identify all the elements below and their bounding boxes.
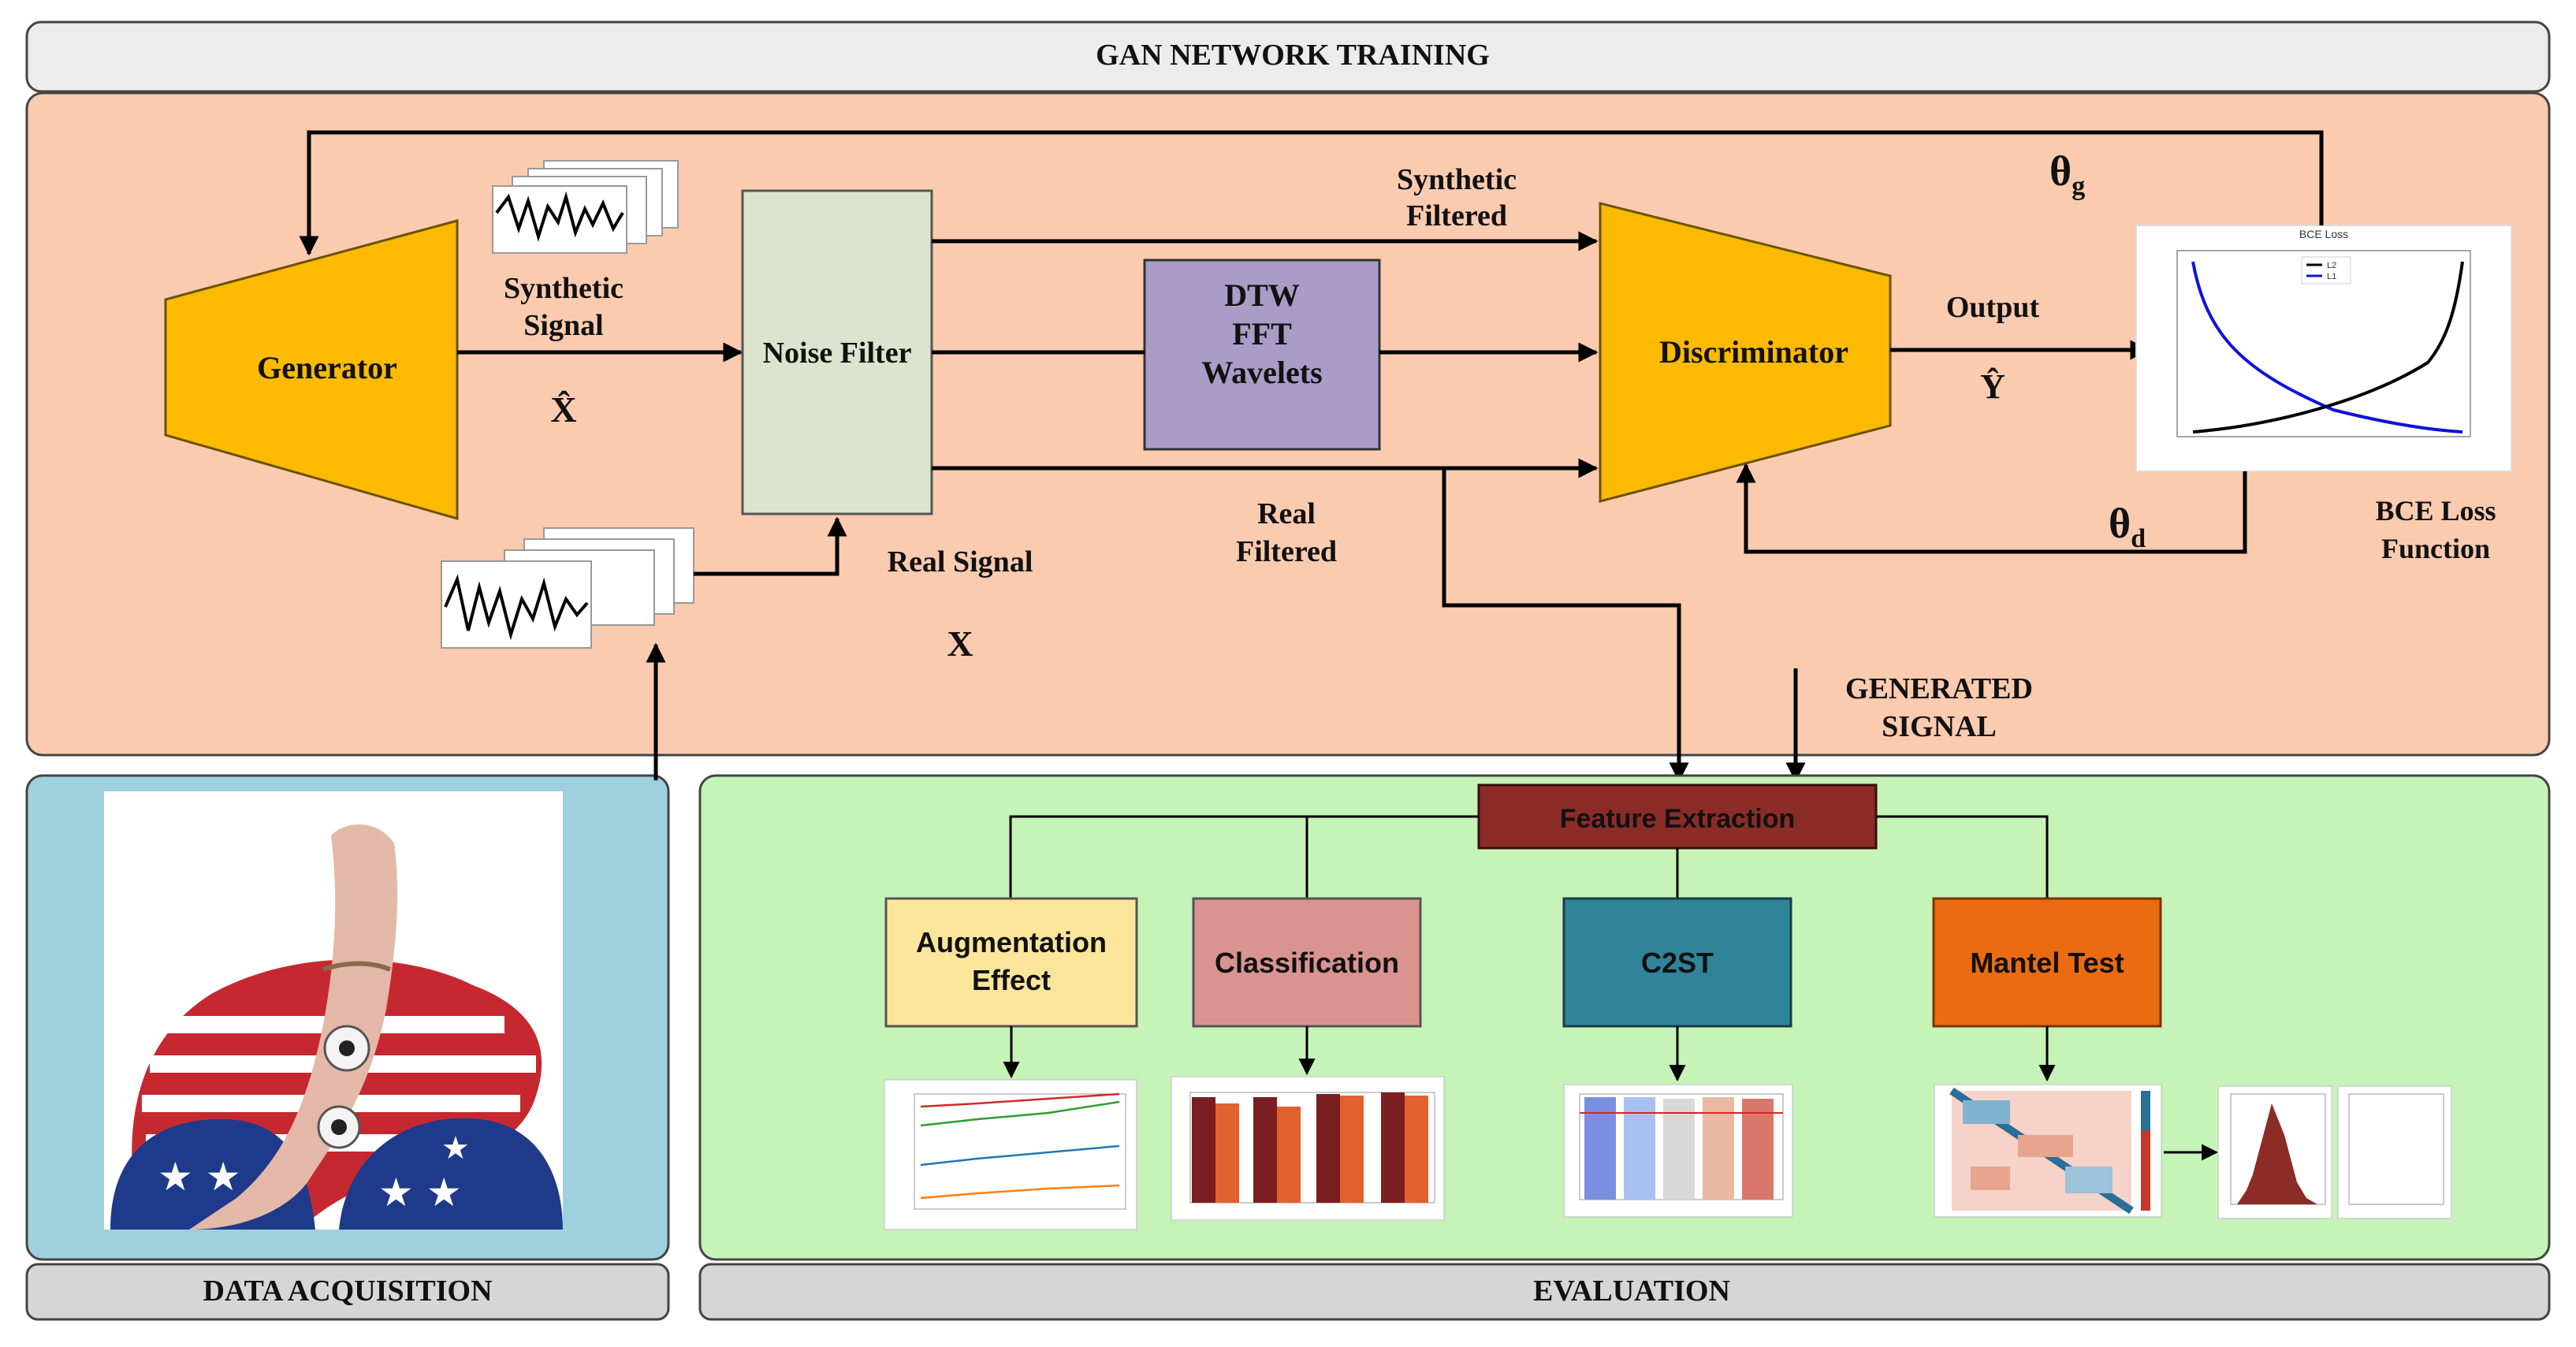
feature-extraction-branches (1009, 815, 2049, 899)
augmentation-effect-block[interactable]: Augmentation Effect (884, 897, 1138, 1028)
svg-text:★: ★ (441, 1130, 470, 1167)
theta-d-symbol: θ (2109, 500, 2131, 547)
real-signal-thumbnail (441, 527, 694, 649)
data-acquisition-title: DATA ACQUISITION (203, 1274, 492, 1308)
output-label: Output (1946, 291, 2040, 324)
generator-label: Generator (257, 350, 397, 385)
synthetic-signal-label-2: Signal (523, 309, 603, 342)
x-label: X (947, 623, 973, 664)
transform-dtw: DTW (1224, 277, 1300, 313)
synthetic-signal-thumbnail (492, 160, 679, 254)
generated-signal-label-2: SIGNAL (1882, 710, 1997, 743)
discriminator-block[interactable]: Discriminator (1599, 202, 1892, 503)
feature-extraction-block[interactable]: Feature Extraction (1477, 783, 1878, 850)
augmentation-line-chart-thumbnail (884, 1079, 1137, 1230)
bce-legend-l1: L1 (2327, 272, 2336, 281)
classification-label: Classification (1215, 947, 1399, 979)
real-signal-label: Real Signal (888, 545, 1033, 579)
svg-text:θd: θd (2109, 500, 2146, 553)
transform-wavelets: Wavelets (1201, 355, 1322, 390)
bce-loss-function-label-2: Function (2381, 533, 2490, 564)
theta-g-feedback-arrow (299, 130, 2324, 256)
bce-plot-title: BCE Loss (2299, 228, 2348, 240)
classification-bar-chart-thumbnail (1171, 1076, 1445, 1221)
augmentation-label-1: Augmentation (916, 926, 1107, 958)
real-signal-to-filter-arrow (694, 516, 847, 576)
synthetic-signal-label-1: Synthetic (504, 272, 624, 305)
classification-block[interactable]: Classification (1192, 897, 1422, 1028)
gan-training-title: GAN NETWORK TRAINING (1096, 39, 1490, 72)
theta-d-subscript: d (2131, 524, 2146, 553)
evaluation-title: EVALUATION (1533, 1274, 1730, 1308)
svg-text:★ ★: ★ ★ (158, 1154, 241, 1200)
y-hat-label: Ŷ (1980, 367, 2005, 406)
x-hat-label: X̂ (550, 389, 576, 430)
c2st-bar-chart-thumbnail (1563, 1084, 1793, 1218)
theta-g-symbol: θ (2049, 147, 2072, 195)
real-filtered-label-2: Filtered (1236, 535, 1337, 568)
data-acquisition-header: DATA ACQUISITION (25, 1263, 670, 1321)
c2st-label: C2ST (1641, 947, 1714, 979)
theta-d-feedback-arrow (1736, 463, 2247, 554)
mantel-test-label: Mantel Test (1970, 947, 2124, 979)
synthetic-filtered-label-2: Filtered (1406, 199, 1507, 233)
sensor-arm-photo: ★ ★ ★ ★ ★ (104, 791, 563, 1230)
noise-filter-label: Noise Filter (763, 337, 912, 370)
discriminator-label: Discriminator (1659, 334, 1848, 370)
gan-training-header: GAN NETWORK TRAINING (25, 20, 2551, 93)
generated-signal-label-1: GENERATED (1845, 672, 2033, 705)
mantel-heatmap-thumbnail (1934, 1084, 2162, 1218)
svg-text:θg: θg (2049, 147, 2085, 201)
c2st-block[interactable]: C2ST (1562, 897, 1792, 1028)
noise-filter-block[interactable]: Noise Filter (741, 189, 933, 515)
evaluation-header: EVALUATION (698, 1263, 2551, 1321)
real-filtered-to-feature-extraction-arrow (1442, 468, 1689, 783)
mantel-test-block[interactable]: Mantel Test (1932, 897, 2162, 1028)
mantel-histogram-thumbnail (2217, 1085, 2452, 1219)
bce-legend-l2: L2 (2327, 261, 2336, 270)
generator-block[interactable]: Generator (164, 219, 459, 520)
synthetic-filtered-label-1: Synthetic (1397, 163, 1517, 196)
feature-extraction-label: Feature Extraction (1560, 804, 1796, 834)
theta-g-subscript: g (2072, 172, 2085, 201)
evaluation-down-arrows (1003, 1026, 2056, 1082)
bce-loss-plot: BCE Loss L2 L1 (2135, 225, 2512, 472)
transforms-block[interactable]: DTW FFT Wavelets (1143, 259, 1381, 451)
svg-text:★ ★: ★ ★ (378, 1170, 462, 1215)
real-filtered-label-1: Real (1257, 497, 1316, 530)
transform-fft: FFT (1232, 316, 1292, 352)
bce-loss-function-label-1: BCE Loss (2375, 495, 2496, 527)
augmentation-label-2: Effect (972, 964, 1051, 996)
